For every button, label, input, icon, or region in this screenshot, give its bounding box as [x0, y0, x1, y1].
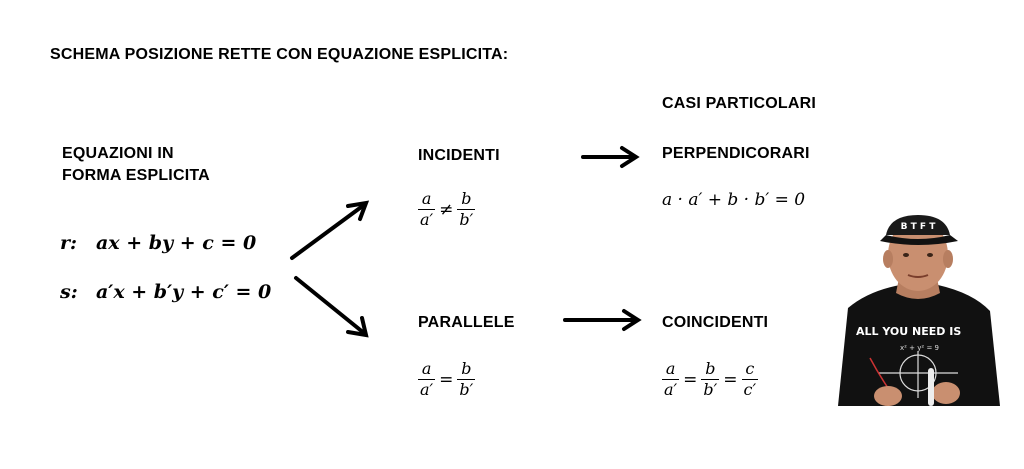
equation-r-var: r: — [60, 232, 78, 254]
cap-logo: B T F T — [901, 222, 937, 232]
fraction-denominator: a′ — [420, 210, 434, 229]
coincidenti-label: COINCIDENTI — [662, 314, 769, 331]
presenter-photo: B T F T ALL YOU NEED IS x² + y² = 9 — [838, 215, 1000, 406]
arrow-to-incidenti — [290, 200, 370, 260]
shirt-slogan: ALL YOU NEED IS — [856, 325, 961, 338]
fraction-bar — [741, 379, 759, 380]
fraction-denominator: a′ — [664, 380, 678, 399]
fraction-numerator: a — [421, 359, 432, 378]
fraction-bar — [457, 379, 476, 380]
equal-sign: = — [683, 369, 698, 390]
fraction-numerator: b — [461, 189, 472, 208]
page-title: SCHEMA POSIZIONE RETTE CON EQUAZIONE ESP… — [50, 46, 509, 63]
fraction-b-over-b-prime: b b′ — [701, 359, 720, 399]
fraction-b-over-b-prime: b b′ — [457, 359, 476, 399]
parallele-condition: a a′ = b b′ — [418, 359, 476, 399]
incidenti-label: INCIDENTI — [418, 147, 500, 164]
special-cases-label: CASI PARTICOLARI — [662, 95, 817, 112]
fraction-denominator: b′ — [459, 380, 474, 399]
fraction-bar — [662, 379, 680, 380]
fraction-numerator: c — [745, 359, 755, 378]
fraction-c-over-c-prime: c c′ — [741, 359, 759, 399]
equations-label-line1: EQUAZIONI IN — [62, 145, 174, 162]
fraction-numerator: b — [705, 359, 716, 378]
fraction-bar — [457, 209, 476, 210]
arrow-to-parallele — [294, 276, 369, 338]
equation-s-expr: a′x + b′y + c′ = 0 — [96, 281, 272, 303]
not-equal-sign: ≠ — [439, 199, 454, 220]
fraction-numerator: a — [421, 189, 432, 208]
perpendicolari-label: PERPENDICORARI — [662, 145, 810, 162]
arrow-incidenti-to-perpendicolari — [581, 146, 640, 168]
fraction-denominator: c′ — [743, 380, 757, 399]
fraction-a-over-a-prime: a a′ — [662, 359, 680, 399]
equation-r: r: ax + by + c = 0 — [60, 232, 256, 254]
equation-r-expr: ax + by + c = 0 — [96, 232, 257, 254]
fraction-denominator: b′ — [459, 210, 474, 229]
fraction-bar — [701, 379, 720, 380]
equations-label-line2: FORMA ESPLICITA — [62, 167, 210, 184]
fraction-a-over-a-prime: a a′ — [418, 189, 436, 229]
fraction-numerator: b — [461, 359, 472, 378]
equal-sign: = — [723, 369, 738, 390]
fraction-denominator: a′ — [420, 380, 434, 399]
shirt-formula: x² + y² = 9 — [900, 344, 939, 352]
equations-label: EQUAZIONI IN FORMA ESPLICITA — [62, 143, 262, 187]
fraction-b-over-b-prime: b b′ — [457, 189, 476, 229]
equation-s: s: a′x + b′y + c′ = 0 — [60, 281, 271, 303]
fraction-denominator: b′ — [703, 380, 718, 399]
fraction-numerator: a — [665, 359, 676, 378]
equation-s-var: s: — [60, 281, 78, 303]
parallele-label: PARALLELE — [418, 314, 515, 331]
fraction-bar — [418, 209, 436, 210]
incidenti-condition: a a′ ≠ b b′ — [418, 189, 476, 229]
coincidenti-condition: a a′ = b b′ = c c′ — [662, 359, 759, 399]
arrow-parallele-to-coincidenti — [563, 309, 642, 331]
equal-sign: = — [439, 369, 454, 390]
perpendicolari-formula: a · a′ + b · b′ = 0 — [662, 190, 806, 210]
fraction-bar — [418, 379, 436, 380]
fraction-a-over-a-prime: a a′ — [418, 359, 436, 399]
